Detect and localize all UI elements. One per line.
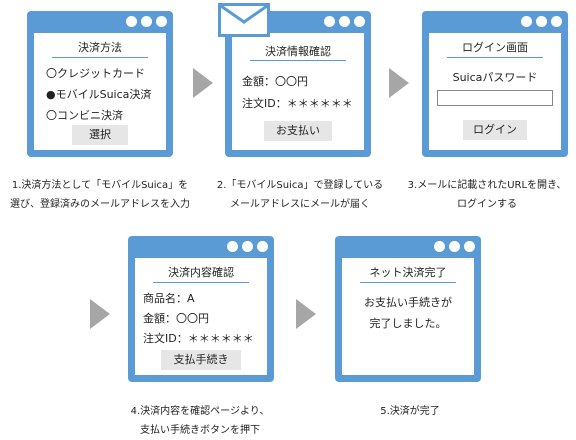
step1-caption: 1.決済方法として「モバイルSuica」を選び、登録済みのメールアドレスを入力	[10, 180, 190, 210]
window-controls	[227, 241, 268, 252]
product-text: 商品名：A	[143, 292, 195, 305]
window-controls	[434, 241, 475, 252]
password-input	[437, 90, 553, 106]
step3-title: ログイン画面	[462, 41, 528, 54]
window-controls	[126, 16, 167, 27]
step1-title: 決済方法	[78, 41, 122, 54]
select-button: 選択	[72, 125, 128, 145]
password-label: Suicaパスワード	[452, 71, 538, 84]
step3-window: ログイン画面 Suicaパスワード ログイン	[422, 11, 568, 157]
step2-caption: 2.「モバイルSuica」で登録しているメールアドレスにメールが届く	[216, 180, 384, 210]
arrow-4-5	[296, 299, 316, 329]
option-convenience-store: 〇コンビニ決済	[46, 109, 123, 122]
window-controls	[521, 16, 562, 27]
arrow-3-4	[90, 299, 110, 329]
order-id-text: 注文ID：＊＊＊＊＊＊	[242, 97, 353, 110]
step1-window: 決済方法 〇クレジットカード ●モバイルSuica決済 〇コンビニ決済 選択	[27, 11, 173, 157]
option-mobile-suica: ●モバイルSuica決済	[46, 88, 152, 101]
completion-message-line1: お支払い手続きが	[364, 296, 452, 309]
amount-text: 金額：〇〇円	[143, 312, 209, 325]
mail-icon	[218, 3, 270, 37]
payment-procedure-button: 支払手続き	[161, 350, 241, 370]
arrow-1-2	[193, 68, 213, 98]
step2-title: 決済情報確認	[265, 45, 331, 58]
step5-title: ネット決済完了	[369, 266, 447, 279]
order-id-text: 注文ID：＊＊＊＊＊＊	[143, 332, 254, 345]
step4-caption: 4.決済内容を確認ページより、支払い手続きボタンを押下	[130, 406, 270, 436]
window-controls	[324, 16, 365, 27]
step4-window: 決済内容確認 商品名：A 金額：〇〇円 注文ID：＊＊＊＊＊＊ 支払手続き	[128, 236, 274, 382]
login-button: ログイン	[463, 120, 527, 140]
arrow-2-3	[389, 68, 409, 98]
step2-window: 決済情報確認 金額：〇〇円 注文ID：＊＊＊＊＊＊ お支払い	[225, 11, 371, 157]
step4-title: 決済内容確認	[168, 266, 234, 279]
step5-caption: 5.決済が完了	[380, 406, 440, 417]
pay-button: お支払い	[264, 121, 332, 141]
step3-caption: 3.メールに記載されたURLを開き、ログインする	[407, 180, 567, 210]
step5-window: ネット決済完了 お支払い手続きが 完了しました。	[335, 236, 481, 382]
completion-message-line2: 完了しました。	[369, 317, 447, 330]
option-credit-card: 〇クレジットカード	[46, 67, 145, 80]
amount-text: 金額：〇〇円	[242, 75, 308, 88]
